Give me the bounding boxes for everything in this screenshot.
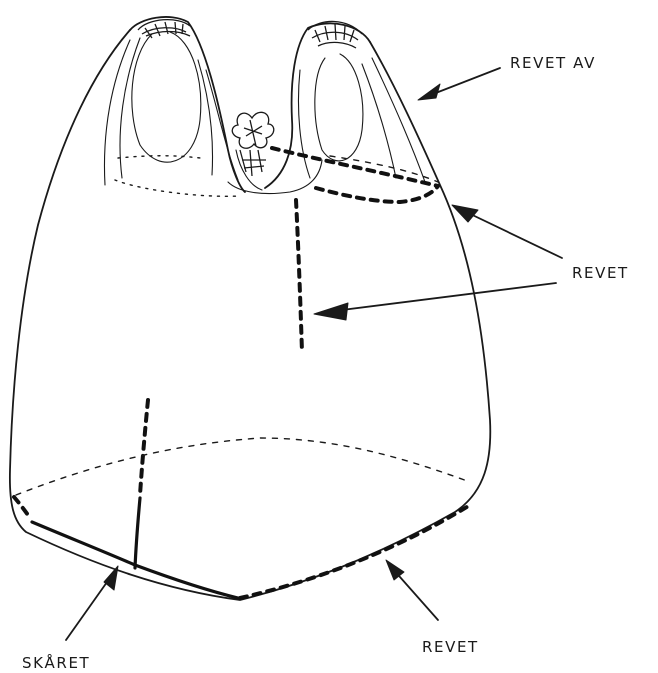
cut-line-vertical [135,498,140,568]
arrow-revet-av [418,68,500,100]
left-handle [130,17,245,192]
bottom-torn-seam [240,505,470,598]
arrow-skaret [66,566,118,640]
arrow-revet-upper [452,205,562,258]
arrows [66,68,562,640]
arrow-revet-bottom [386,560,438,620]
right-handle [265,23,370,188]
upper-rim-dots-left [118,156,200,158]
right-handle-inner [315,54,363,161]
upper-rim-dots [115,180,240,196]
upper-torn-seam [272,148,438,202]
vertical-torn-seam [296,200,302,352]
bottom-left-corner-seam [14,497,30,518]
label-revet-bottom: REVET [422,638,479,656]
label-skaret: SKÅRET [22,653,90,672]
label-revet-side: REVET [572,264,629,282]
left-vertical-seam [140,400,148,495]
arrow-revet-middle [314,283,556,320]
left-handle-inner [132,32,201,162]
center-knot [232,112,274,190]
bag-body [10,17,490,600]
upper-rim-dash-right [330,156,438,182]
label-revet-av: REVET AV [510,54,596,72]
left-handle-folds [104,38,238,185]
bottom-back-rim [16,438,470,495]
seams [14,148,470,598]
left-handle-gather [138,20,190,38]
